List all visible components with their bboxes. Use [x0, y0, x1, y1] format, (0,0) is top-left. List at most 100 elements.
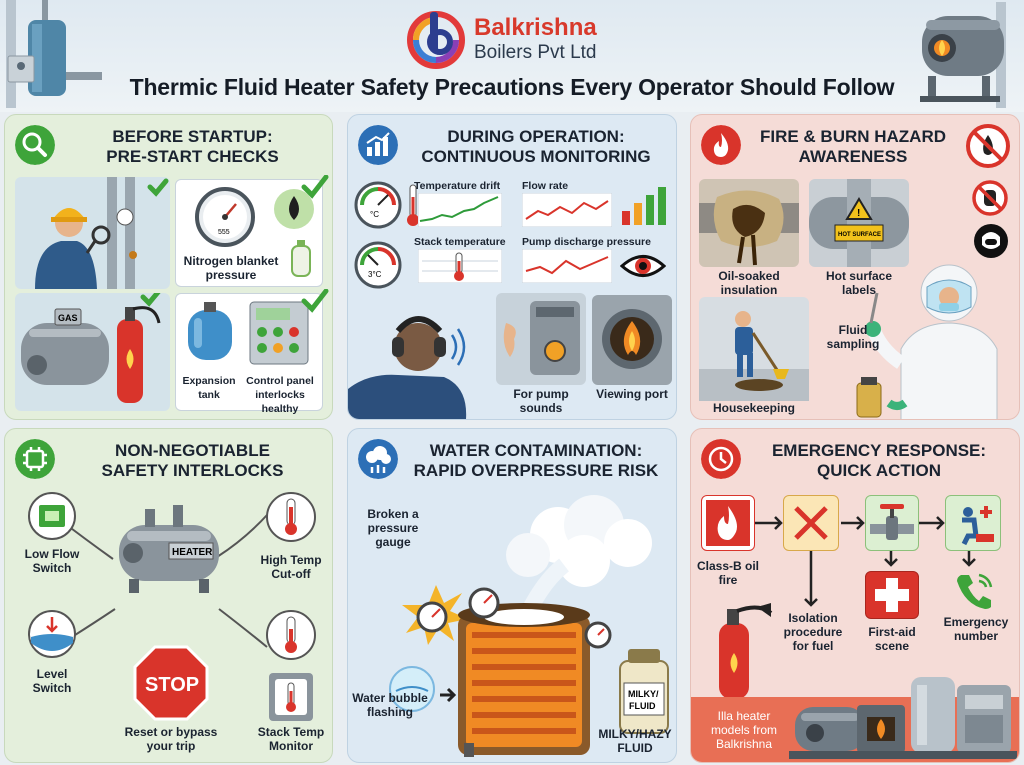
- brand-subtitle: Boilers Pvt Ltd: [474, 42, 597, 63]
- panel-title-line2: QUICK ACTION: [816, 461, 942, 480]
- no-fire-icon: [966, 124, 1010, 168]
- stack-temperature-chart: [418, 249, 502, 283]
- level-switch-label: Level Switch: [32, 667, 72, 695]
- valve-icon: [870, 504, 914, 540]
- no-touch-icon: [972, 180, 1008, 216]
- panel-title: WATER CONTAMINATION: RAPID OVERPRESSURE …: [404, 441, 668, 481]
- panel-title-line1: WATER CONTAMINATION:: [429, 441, 643, 460]
- pump-pressure-chart: [522, 249, 612, 283]
- svg-text:FLUID: FLUID: [629, 701, 656, 711]
- control-panel-icon: [249, 301, 309, 365]
- panel-title-line2: PRE-START CHECKS: [106, 147, 279, 166]
- first-aid-person-icon: [961, 506, 994, 546]
- class-b-fire-box: [701, 495, 755, 551]
- boiler-plant-illustration: [6, 0, 102, 108]
- hot-surface-label: Hot surface labels: [825, 269, 893, 297]
- panel-before-startup: BEFORE STARTUP: PRE-START CHECKS 555: [4, 114, 333, 420]
- gauge-unit: °C: [370, 210, 379, 219]
- expansion-tank-icon: [188, 302, 232, 360]
- panel-title-line2: CONTINUOUS MONITORING: [421, 147, 651, 166]
- flow-rate-label: Flow rate: [522, 180, 569, 192]
- nitrogen-bottle-icon: [291, 240, 311, 277]
- broken-gauge-label: Broken a pressure gauge: [367, 507, 419, 549]
- valve-box: [865, 495, 919, 551]
- hot-surface-sign: HOT SURFACE: [838, 232, 881, 238]
- gauge-reading: 555: [218, 229, 230, 236]
- viewing-port-illustration: [592, 295, 672, 385]
- nitrogen-label: Nitrogen blanket pressure: [183, 254, 279, 282]
- temperature-drift-chart: [418, 193, 502, 227]
- temperature-gauge-icon: 3°C: [354, 241, 402, 289]
- panel-title: FIRE & BURN HAZARD AWARENESS: [747, 127, 959, 167]
- flame-icon: [701, 125, 741, 165]
- first-aid-label: First-aid scene: [868, 625, 916, 653]
- housekeeping-illustration: [699, 297, 809, 401]
- fire-extinguisher-icon: [719, 603, 773, 699]
- reset-bypass-label: Reset or bypass your trip: [124, 725, 218, 753]
- eye-icon: [620, 255, 666, 277]
- stop-text: STOP: [145, 674, 199, 696]
- first-responder-box: [945, 495, 1001, 551]
- svg-text:MILKY/: MILKY/: [628, 689, 659, 699]
- page-title: Thermic Fluid Heater Safety Precautions …: [129, 74, 895, 100]
- gas-tag: GAS: [58, 313, 78, 323]
- oil-drop-icon: [274, 189, 314, 229]
- models-label: Illa heater models from Balkrishna: [710, 709, 778, 751]
- panel-title-line2: RAPID OVERPRESSURE RISK: [413, 461, 659, 480]
- panel-title-line2: SAFETY INTERLOCKS: [101, 461, 284, 480]
- panel-title-line1: EMERGENCY RESPONSE:: [771, 441, 987, 460]
- low-flow-switch-icon: [28, 492, 76, 540]
- control-panel-label: Control panel interlocks healthy: [246, 375, 314, 415]
- check-icon: [301, 289, 329, 313]
- housekeeping-label: Housekeeping: [712, 401, 796, 415]
- chart-icon: [358, 125, 398, 165]
- panel-title-line1: BEFORE STARTUP:: [112, 127, 273, 146]
- isolation-label: Isolation procedure for fuel: [783, 611, 843, 653]
- pump-machine-illustration: [496, 293, 586, 385]
- oil-soaked-insulation-illustration: [699, 179, 799, 267]
- panel-during-operation: DURING OPERATION: CONTINUOUS MONITORING …: [347, 114, 677, 420]
- low-flow-label: Low Flow Switch: [24, 547, 80, 575]
- stop-sign-icon: STOP: [133, 645, 209, 721]
- gas-fire-extinguisher-illustration: GAS: [15, 293, 170, 411]
- panel-title-line1: DURING OPERATION:: [447, 127, 625, 146]
- panel-fire-burn: FIRE & BURN HAZARD AWARENESS Oil-soaked …: [690, 114, 1020, 420]
- water-bubble-label: Water bubble flashing: [352, 691, 428, 719]
- fluid-sampling-illustration: [856, 264, 998, 419]
- heater-illustration: [920, 2, 1006, 108]
- bar-trend-icon: [622, 187, 666, 225]
- thermometer-icon: [407, 184, 419, 226]
- oil-soaked-label: Oil-soaked insulation: [718, 269, 780, 297]
- class-b-label: Class-B oil fire: [696, 559, 759, 587]
- fluid-sampling-label: Fluid sampling: [826, 323, 880, 351]
- pressure-gauge-icon: 555: [195, 187, 255, 247]
- panel-title: NON-NEGOTIABLE SAFETY INTERLOCKS: [61, 441, 324, 481]
- heater-vessel-illustration: HEATER: [119, 505, 219, 593]
- hot-surface-labels-illustration: ! HOT SURFACE: [809, 179, 909, 267]
- panel-title: DURING OPERATION: CONTINUOUS MONITORING: [404, 127, 668, 167]
- stack-temp-label: Stack Temp Monitor: [257, 725, 325, 753]
- steam-icon: [358, 439, 398, 479]
- flow-rate-chart: [522, 193, 612, 227]
- heater-models-illustration: [789, 677, 1017, 759]
- panel-title-line1: NON-NEGOTIABLE: [115, 441, 270, 460]
- expansion-control-card: Expansion tank Control panel interlocks …: [175, 293, 323, 415]
- heater-tag: HEATER: [172, 547, 213, 558]
- temperature-thermometer-icon: [266, 610, 316, 660]
- overpressure-vessel-illustration: MILKY/ FLUID: [389, 495, 669, 757]
- panel-title-line2: AWARENESS: [798, 147, 908, 166]
- phone-icon: [957, 573, 993, 609]
- operator-inspection-illustration: [15, 177, 170, 289]
- face-shield-icon: [974, 224, 1008, 258]
- emergency-number-label: Emergency number: [943, 615, 1009, 643]
- panel-title: BEFORE STARTUP: PRE-START CHECKS: [61, 127, 324, 167]
- high-temp-thermometer-icon: [266, 492, 316, 542]
- clock-icon: [701, 439, 741, 479]
- panel-title-line1: FIRE & BURN HAZARD: [759, 127, 947, 146]
- stack-temperature-label: Stack temperature: [414, 236, 506, 248]
- stack-temp-monitor-icon: [269, 673, 313, 721]
- expansion-label: Expansion tank: [182, 375, 236, 401]
- chip-icon: [15, 439, 55, 479]
- pump-pressure-label: Pump discharge pressure: [522, 236, 651, 248]
- header: Balkrishna Boilers Pvt Ltd Thermic Fluid…: [0, 0, 1024, 112]
